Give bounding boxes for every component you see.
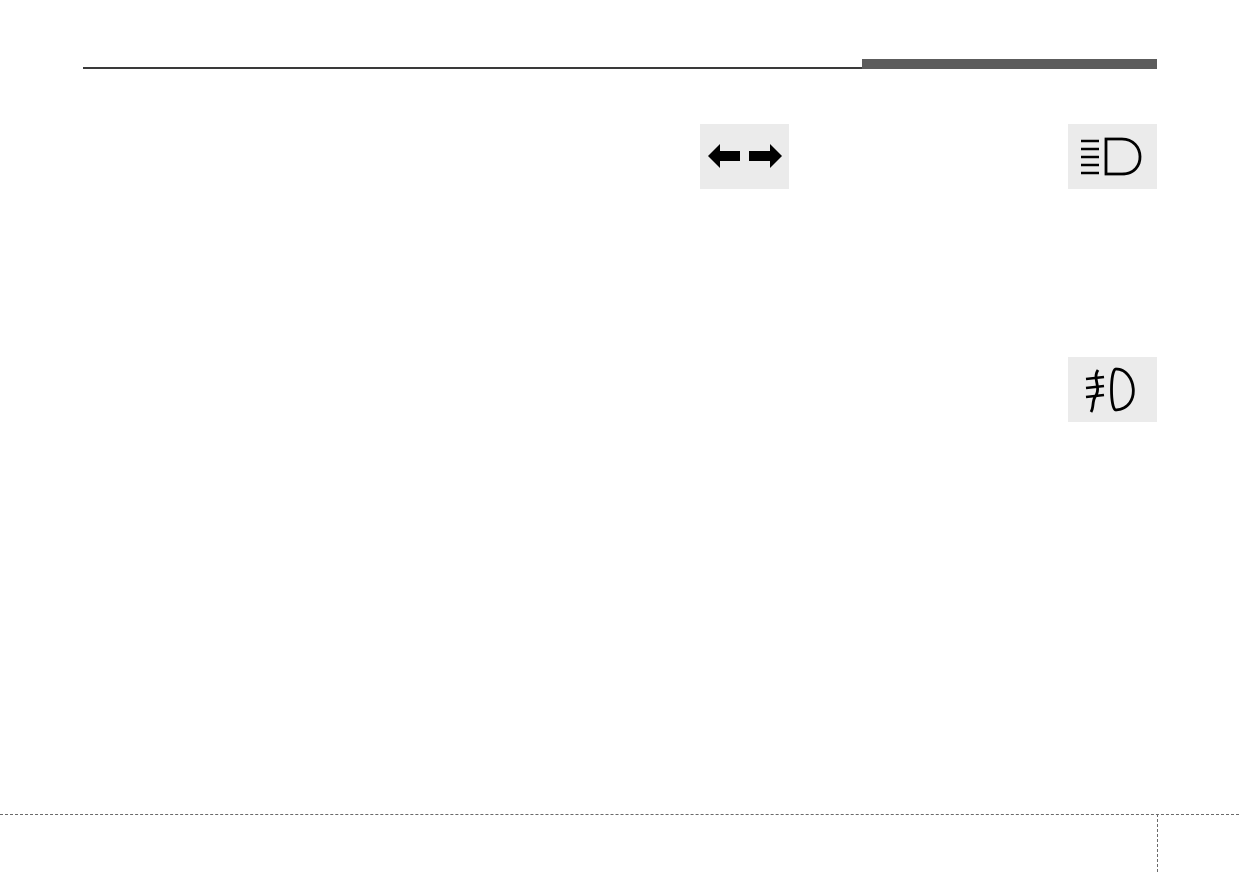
high-beam-indicator xyxy=(1068,124,1157,189)
footer-dashed-rule xyxy=(0,814,1239,815)
turn-signal-arrows-icon xyxy=(708,144,782,168)
footer-dashed-divider xyxy=(1157,814,1158,872)
front-fog-light-indicator xyxy=(1068,357,1157,422)
turn-signal-indicator xyxy=(700,124,789,189)
header-rule xyxy=(83,67,1157,69)
front-fog-light-icon xyxy=(1085,367,1135,413)
high-beam-headlight-icon xyxy=(1081,137,1142,176)
header-tab-bar xyxy=(862,59,1157,69)
